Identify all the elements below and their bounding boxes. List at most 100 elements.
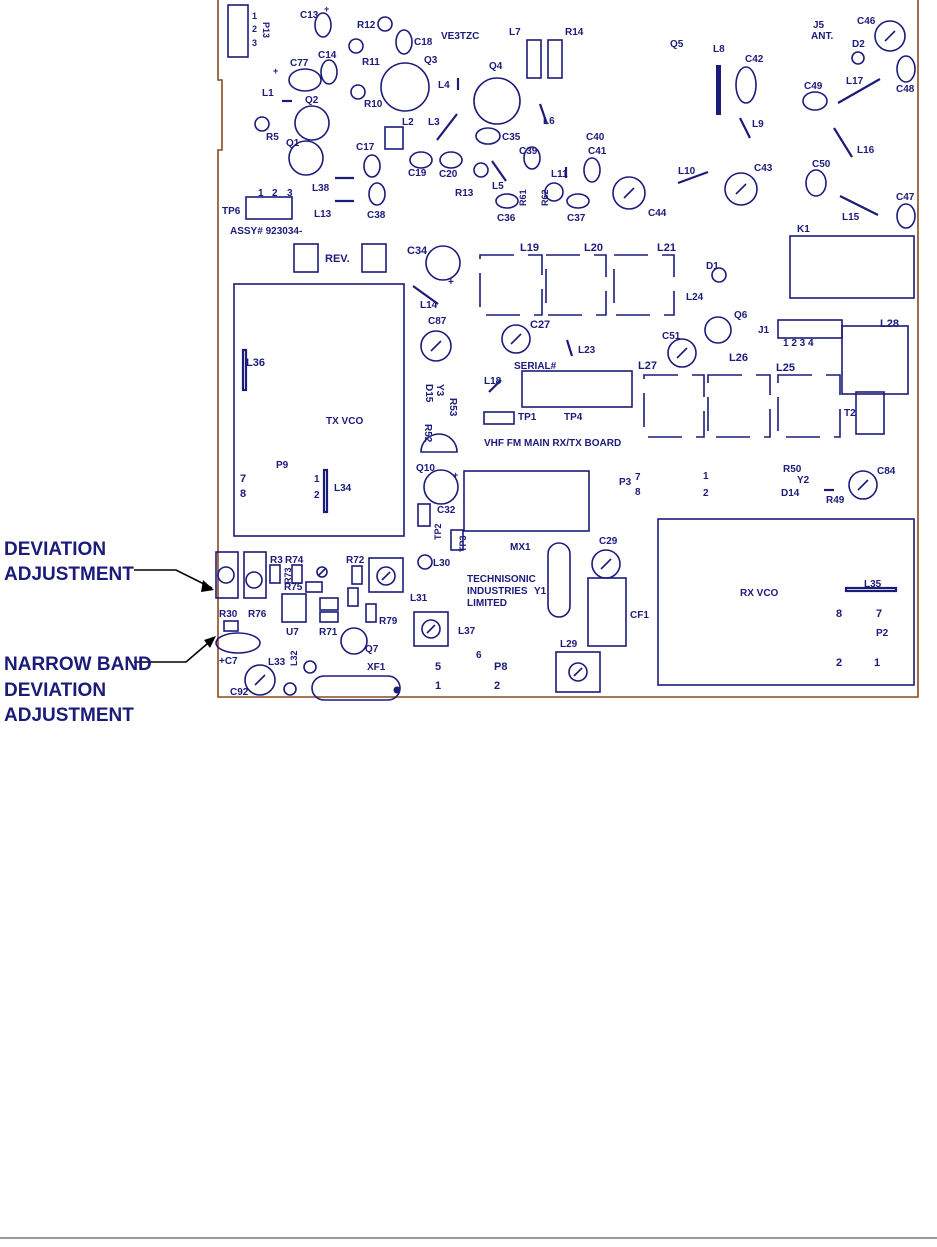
component-label: R12 (357, 20, 376, 31)
revision-label: REV. (325, 253, 350, 265)
component-label: L8 (713, 44, 725, 55)
component-label: Q2 (305, 95, 319, 106)
component-label: L19 (520, 242, 539, 254)
component-label: 1 (314, 474, 320, 485)
narrow-band-annotation-line: ADJUSTMENT (4, 705, 134, 726)
component-label: R49 (826, 495, 845, 506)
component-label: Y3 (434, 384, 445, 397)
component-label: L14 (420, 300, 438, 311)
component-label: Q5 (670, 39, 684, 50)
component-label: Q6 (734, 310, 748, 321)
component-label: D14 (781, 488, 800, 499)
component-label: 1 (435, 680, 441, 692)
antenna-label: ANT. (811, 31, 833, 42)
component-label: C17 (356, 142, 375, 153)
component-label: R3 (270, 555, 283, 566)
component-label: C50 (812, 159, 831, 170)
component-label: L21 (657, 242, 676, 254)
component-label: P8 (494, 661, 507, 673)
component-label: L29 (560, 639, 578, 650)
component-label: C29 (599, 536, 618, 547)
component-label: C48 (896, 84, 915, 95)
component-label: L18 (484, 376, 502, 387)
component-label: 8 (240, 488, 246, 500)
component-label: 1 (258, 188, 264, 199)
rx-vco-label: RX VCO (740, 588, 779, 599)
component-label: C35 (502, 132, 521, 143)
component-label: 1 2 3 4 (783, 338, 814, 349)
component-label: 2 (272, 188, 278, 199)
component-label: L26 (729, 352, 748, 364)
component-label: R61 (518, 189, 528, 206)
component-label: R71 (319, 627, 338, 638)
narrow-band-annotation-line: NARROW BAND (4, 654, 152, 675)
component-label: P13 (261, 22, 271, 38)
component-label: R75 (284, 582, 303, 593)
component-label: R14 (565, 27, 584, 38)
component-label: L10 (678, 166, 696, 177)
component-label: P2 (876, 628, 889, 639)
component-label: 5 (435, 661, 441, 673)
component-label: +C7 (219, 656, 238, 667)
component-label: C19 (408, 168, 427, 179)
component-label: D2 (852, 39, 865, 50)
narrow-band-annotation-line: DEVIATION (4, 680, 106, 701)
component-label: + (448, 277, 454, 288)
component-label: R53 (447, 398, 458, 417)
component-label: R76 (248, 609, 267, 620)
component-label: TP6 (222, 206, 241, 217)
component-label: 2 (314, 490, 320, 501)
component-label: Q7 (365, 644, 379, 655)
component-label: 1 (874, 657, 880, 669)
component-label: R13 (455, 188, 474, 199)
component-label: C84 (877, 466, 896, 477)
component-label: Q4 (489, 61, 503, 72)
component-label: L34 (334, 483, 352, 494)
component-label: L23 (578, 345, 596, 356)
component-label: C20 (439, 169, 458, 180)
component-label: C32 (437, 505, 456, 516)
company-name-line: INDUSTRIES (467, 586, 528, 597)
component-label: D15 (423, 384, 434, 403)
component-label: P3 (619, 477, 632, 488)
component-label: L36 (246, 357, 265, 369)
annotation-arrows (134, 569, 215, 663)
component-label: R62 (540, 189, 550, 206)
component-label: K1 (797, 224, 810, 235)
component-label: J5 (813, 20, 825, 31)
component-label: C46 (857, 16, 876, 27)
component-label: 7 (635, 472, 641, 483)
component-label: 8 (836, 608, 842, 620)
component-label: TP3 (458, 535, 468, 552)
assembly-number: ASSY# 923034- (230, 226, 302, 237)
component-label: R73 (283, 567, 293, 584)
component-label: C37 (567, 213, 586, 224)
component-label: R72 (346, 555, 365, 566)
narrow-arrowhead (204, 636, 216, 648)
component-outlines (215, 4, 916, 701)
component-label: L7 (509, 27, 521, 38)
component-label: L1 (262, 88, 274, 99)
component-label: 2 (836, 657, 842, 669)
component-label: + (273, 66, 278, 76)
component-label: L33 (268, 657, 286, 668)
deviation-arrowhead (201, 580, 214, 592)
component-label: C36 (497, 213, 516, 224)
tx-vco-label: TX VCO (326, 416, 363, 427)
component-label: + (453, 470, 458, 480)
component-label: + (324, 4, 329, 14)
component-label: R74 (285, 555, 304, 566)
component-label: R10 (364, 99, 383, 110)
component-label: 8 (635, 487, 641, 498)
component-label: C14 (318, 50, 337, 61)
component-label: L4 (438, 80, 450, 91)
component-label: C34 (407, 245, 428, 257)
component-label: P9 (276, 460, 289, 471)
component-label: Q3 (424, 55, 438, 66)
component-label: C27 (530, 319, 550, 331)
component-label: C41 (588, 146, 607, 157)
component-label: MX1 (510, 542, 531, 553)
component-label: 3 (252, 38, 257, 48)
